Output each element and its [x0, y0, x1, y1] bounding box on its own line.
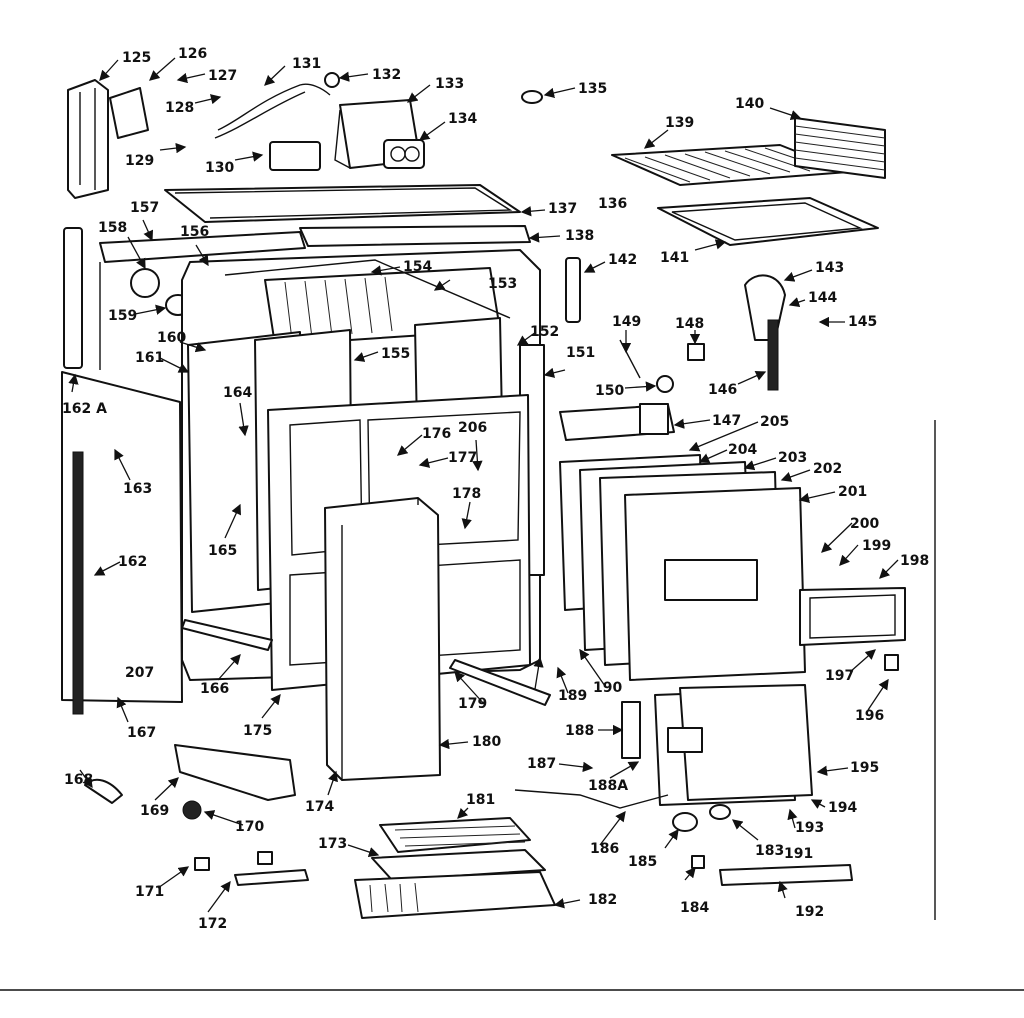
- part-label: 130: [205, 160, 234, 176]
- part-label: 205: [760, 414, 789, 430]
- part-label: 172: [198, 916, 227, 932]
- part-label: 185: [628, 854, 657, 870]
- part-label: 187: [527, 756, 556, 772]
- part-label: 189: [558, 688, 587, 704]
- part-label: 193: [795, 820, 824, 836]
- part-label: 129: [125, 153, 154, 169]
- part-label: 173: [318, 836, 347, 852]
- part-label: 176: [422, 426, 451, 442]
- part-label: 126: [178, 46, 207, 62]
- part-label: 152: [530, 324, 559, 340]
- part-label: 155: [381, 346, 410, 362]
- part-label: 139: [665, 115, 694, 131]
- part-label: 143: [815, 260, 844, 276]
- part-label: 206: [458, 420, 487, 436]
- part-label: 133: [435, 76, 464, 92]
- part-label: 151: [566, 345, 595, 361]
- part-label: 146: [708, 382, 737, 398]
- part-label: 200: [850, 516, 879, 532]
- part-label: 135: [578, 81, 607, 97]
- part-label: 180: [472, 734, 501, 750]
- part-label: 184: [680, 900, 709, 916]
- part-label: 160: [157, 330, 186, 346]
- part-label: 192: [795, 904, 824, 920]
- part-label: 127: [208, 68, 237, 84]
- part-label: 179: [458, 696, 487, 712]
- part-label: 140: [735, 96, 764, 112]
- part-label: 197: [825, 668, 854, 684]
- part-label: 128: [165, 100, 194, 116]
- part-label: 125: [122, 50, 151, 66]
- part-label: 175: [243, 723, 272, 739]
- part-label: 182: [588, 892, 617, 908]
- part-label: 144: [808, 290, 837, 306]
- part-label: 161: [135, 350, 164, 366]
- part-label: 136: [598, 196, 627, 212]
- part-label: 148: [675, 316, 704, 332]
- part-label: 159: [108, 308, 137, 324]
- part-label: 201: [838, 484, 867, 500]
- part-label: 138: [565, 228, 594, 244]
- part-label: 157: [130, 200, 159, 216]
- part-label: 207: [125, 665, 154, 681]
- part-label: 194: [828, 800, 857, 816]
- part-label: 203: [778, 450, 807, 466]
- part-label: 183: [755, 843, 784, 859]
- part-label: 198: [900, 553, 929, 569]
- part-label: 166: [200, 681, 229, 697]
- part-label: 195: [850, 760, 879, 776]
- part-label: 153: [488, 276, 517, 292]
- part-label: 162: [118, 554, 147, 570]
- part-label: 199: [862, 538, 891, 554]
- part-label: 169: [140, 803, 169, 819]
- part-label: 202: [813, 461, 842, 477]
- part-label: 165: [208, 543, 237, 559]
- part-label: 204: [728, 442, 757, 458]
- part-label: 164: [223, 385, 252, 401]
- part-label: 134: [448, 111, 477, 127]
- part-label: 154: [403, 259, 432, 275]
- part-label: 188A: [588, 778, 628, 794]
- part-label: 168: [64, 772, 93, 788]
- part-label: 156: [180, 224, 209, 240]
- part-label: 190: [593, 680, 622, 696]
- part-label: 150: [595, 383, 624, 399]
- leader-lines: [68, 57, 899, 913]
- part-label: 162 A: [62, 401, 107, 417]
- part-label: 132: [372, 67, 401, 83]
- part-drawings: [0, 72, 1024, 991]
- part-label: 131: [292, 56, 321, 72]
- part-label: 178: [452, 486, 481, 502]
- part-label: 181: [466, 792, 495, 808]
- part-label: 137: [548, 201, 577, 217]
- part-label: 171: [135, 884, 164, 900]
- part-label: 163: [123, 481, 152, 497]
- part-label: 174: [305, 799, 334, 815]
- part-label: 158: [98, 220, 127, 236]
- part-label: 188: [565, 723, 594, 739]
- part-label: 170: [235, 819, 264, 835]
- part-label: 141: [660, 250, 689, 266]
- part-label: 191: [784, 846, 813, 862]
- part-label: 196: [855, 708, 884, 724]
- part-label: 186: [590, 841, 619, 857]
- part-labels: 125 126 127 128 129 130 131 132 133 134 …: [62, 46, 929, 932]
- part-label: 147: [712, 413, 741, 429]
- part-label: 149: [612, 314, 641, 330]
- part-label: 145: [848, 314, 877, 330]
- part-label: 167: [127, 725, 156, 741]
- part-label: 142: [608, 252, 637, 268]
- part-label: 177: [448, 450, 477, 466]
